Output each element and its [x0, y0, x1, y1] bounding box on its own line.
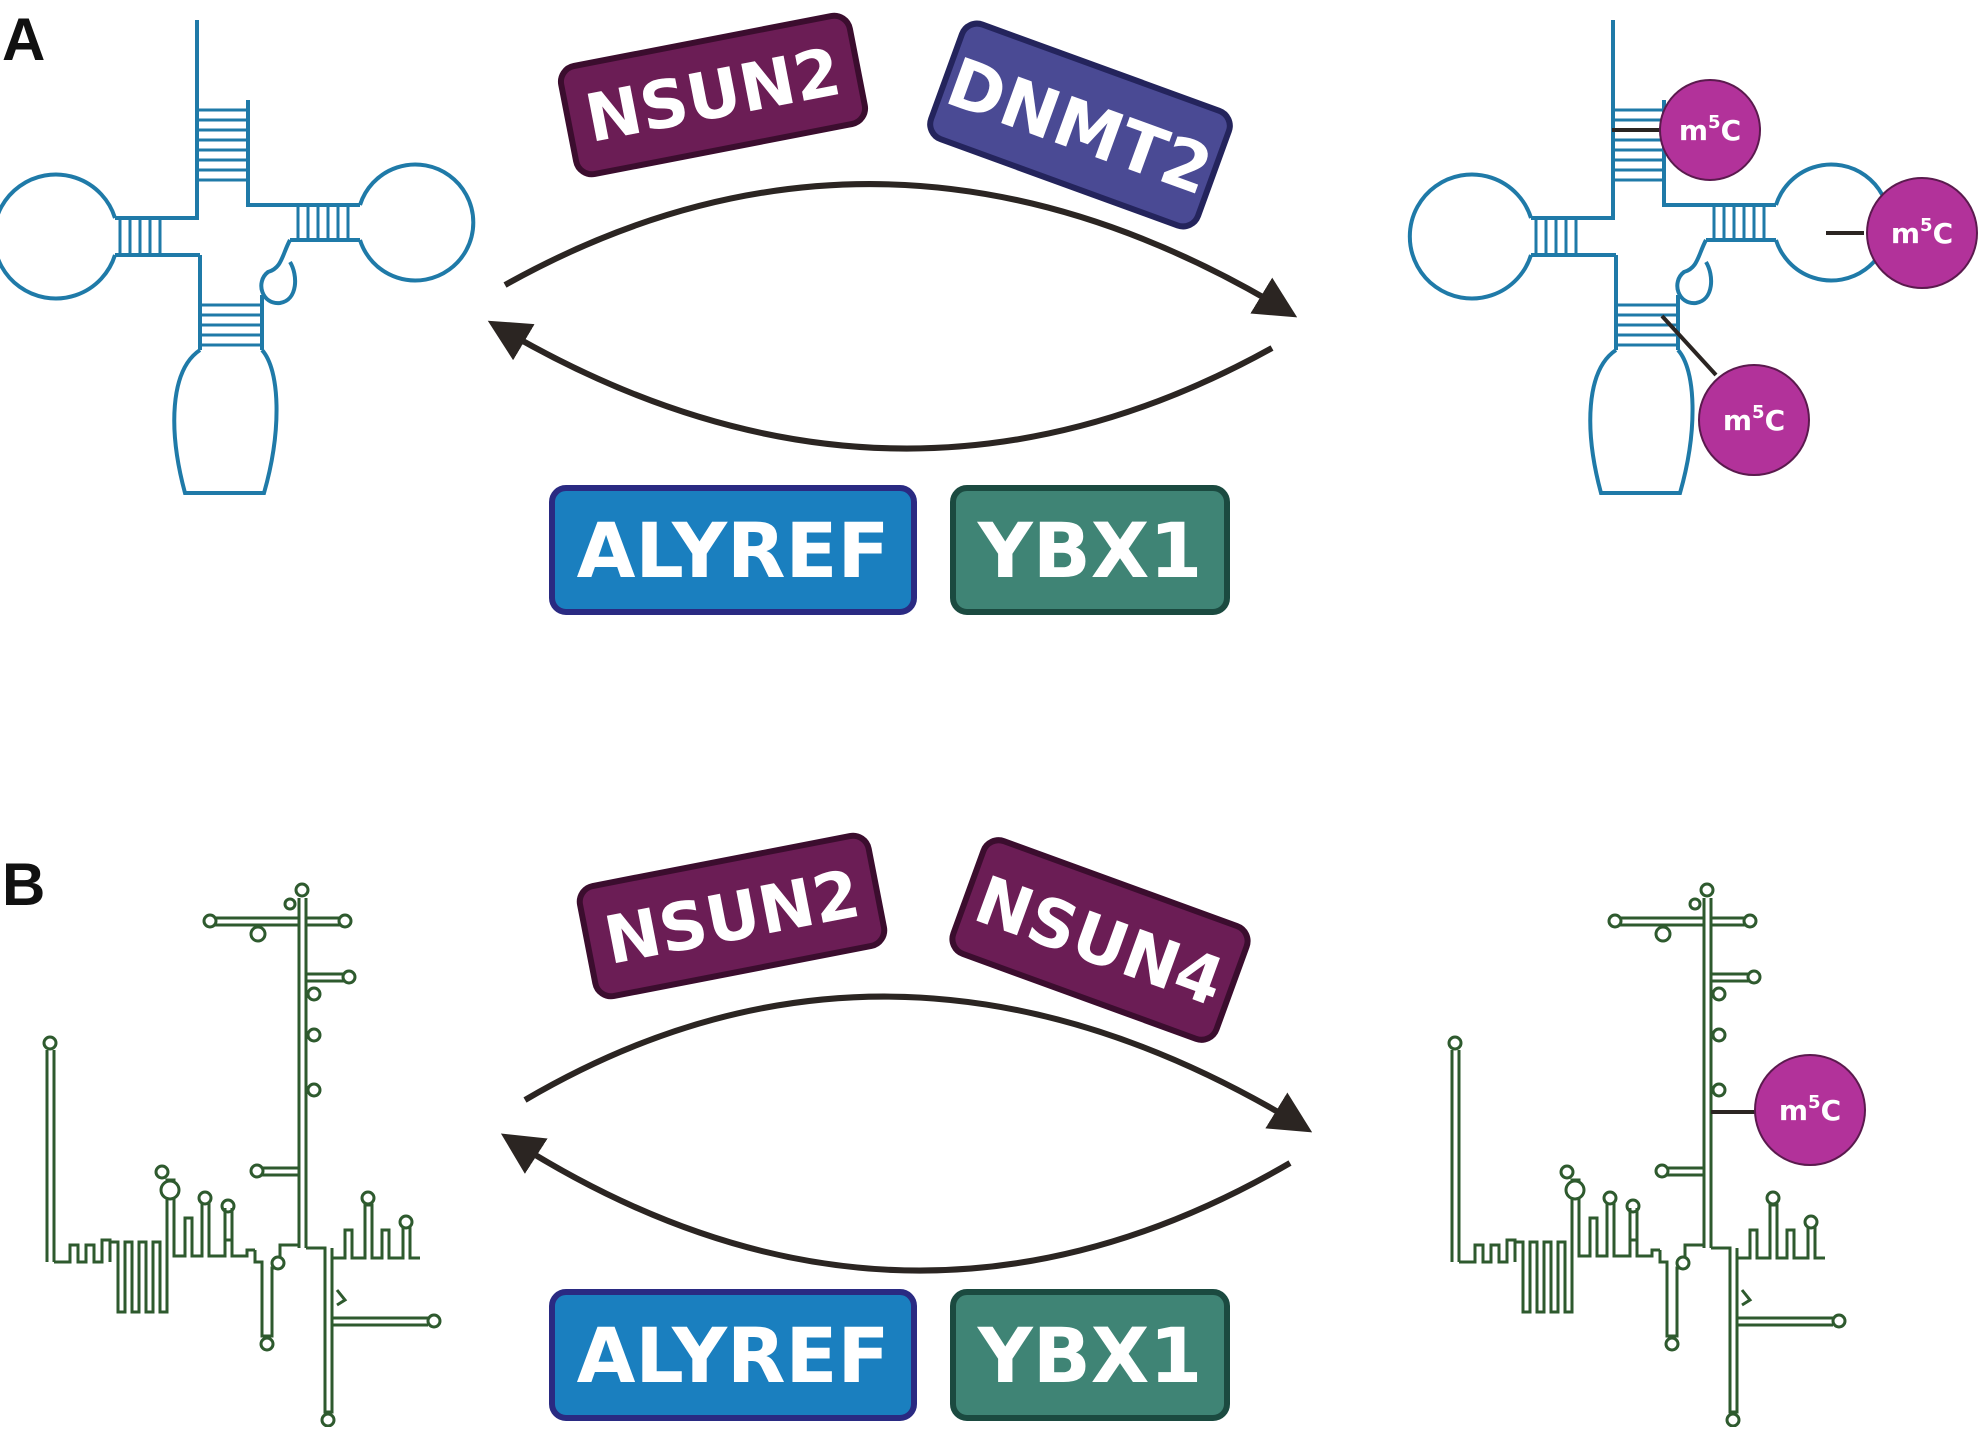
- svg-text:ALYREF: ALYREF: [577, 506, 890, 595]
- m5c-mark: m5C: [1659, 79, 1761, 181]
- writer-dnmt2-badge: DNMT2: [927, 20, 1233, 230]
- panel-b-letter: B: [2, 851, 45, 918]
- m5c-mark: m5C: [1866, 177, 1978, 289]
- reader-alyref-badge: ALYREF: [549, 485, 917, 615]
- svg-text:m5C: m5C: [1891, 215, 1953, 250]
- writer-nsun2-badge: NSUN2: [576, 832, 888, 1000]
- m5c-mark: m5C: [1698, 364, 1810, 476]
- svg-text:m5C: m5C: [1723, 402, 1785, 437]
- reverse-arrow-a: [487, 320, 1274, 452]
- svg-text:m5C: m5C: [1779, 1092, 1841, 1127]
- panel-a-letter: A: [2, 6, 45, 73]
- reader-ybx1-badge: YBX1: [950, 1289, 1230, 1421]
- writer-nsun2-badge: NSUN2: [557, 12, 869, 178]
- writer-nsun4-badge: NSUN4: [949, 837, 1251, 1043]
- trna-modified: [1407, 20, 1892, 495]
- reader-alyref-badge: ALYREF: [549, 1289, 917, 1421]
- svg-text:ALYREF: ALYREF: [577, 1311, 890, 1400]
- rna-modified: [1447, 882, 1847, 1428]
- forward-arrow-a: [503, 181, 1298, 318]
- forward-arrow-b: [523, 993, 1313, 1133]
- trna-unmodified: [0, 20, 476, 495]
- svg-text:YBX1: YBX1: [977, 506, 1202, 595]
- reverse-arrow-b: [500, 1133, 1292, 1274]
- svg-text:m5C: m5C: [1679, 112, 1741, 147]
- reader-ybx1-badge: YBX1: [950, 485, 1230, 615]
- m5c-mark: m5C: [1754, 1054, 1866, 1166]
- rna-unmodified: [42, 882, 442, 1428]
- svg-text:YBX1: YBX1: [977, 1311, 1202, 1400]
